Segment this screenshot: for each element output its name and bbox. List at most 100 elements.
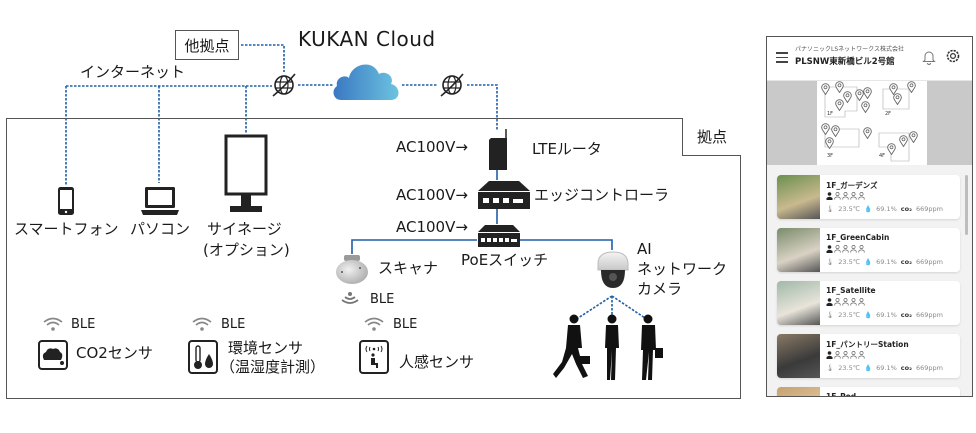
map-pin-icon[interactable] (843, 91, 852, 103)
cloud-title: KUKAN Cloud (298, 27, 436, 51)
scanner-label: スキャナ (378, 259, 439, 277)
map-pin-icon[interactable] (835, 81, 844, 93)
map-pin-icon[interactable] (831, 125, 840, 137)
map-pin-icon[interactable] (855, 89, 864, 101)
room-name: 1F_GreenCabin (826, 233, 890, 242)
motion-ble-label: BLE (393, 317, 418, 332)
people-silhouettes-icon (553, 314, 663, 380)
map-pin-icon[interactable] (861, 101, 870, 113)
person-outline-icon (858, 192, 865, 200)
floor-label-1f: 1F (827, 111, 834, 117)
edge-controller-label: エッジコントローラ (534, 186, 670, 204)
room-photo (777, 175, 820, 219)
floor-plan-lines (824, 86, 910, 162)
thermometer-icon: 🌡 (826, 205, 835, 213)
co2-value: 669ppm (915, 258, 943, 266)
ai-camera-label-1: AI (637, 240, 652, 258)
bell-icon[interactable] (922, 49, 936, 65)
map-pin-icon[interactable] (899, 135, 908, 147)
humidity-icon: 💧 (864, 311, 873, 319)
map-pin-icon[interactable] (863, 87, 872, 99)
person-outline-icon (842, 245, 849, 253)
co2-value: 669ppm (915, 205, 943, 213)
map-pin-icon[interactable] (835, 99, 844, 111)
scrollbar[interactable] (965, 175, 968, 235)
globe-icon (440, 73, 464, 97)
laptop-icon (141, 187, 179, 215)
person-outline-icon (842, 192, 849, 200)
thermometer-icon: 🌡 (826, 364, 835, 372)
poe-switch-icon (478, 225, 520, 247)
co2-icon: co₂ (900, 258, 912, 266)
motion-sensor-icon (359, 340, 389, 374)
smartphone-icon (58, 187, 74, 215)
room-photo (777, 334, 820, 378)
thermometer-icon: 🌡 (826, 258, 835, 266)
gear-icon[interactable] (945, 48, 961, 64)
wifi-icon (192, 317, 212, 331)
poe-switch-label: PoEスイッチ (461, 251, 549, 269)
person-outline-icon (850, 298, 857, 306)
floor-label-2f: 2F (885, 111, 892, 117)
room-photo (777, 387, 820, 396)
person-filled-icon (826, 245, 833, 253)
wifi-icon (43, 317, 63, 331)
floor-label-4f: 4F (879, 153, 886, 159)
ai-camera-label-2: ネットワーク (637, 260, 728, 278)
room-name: 1F_Satellite (826, 286, 876, 295)
co2-icon: co₂ (900, 311, 912, 319)
scanner-ble-label: BLE (370, 292, 395, 307)
co2-ble-label: BLE (71, 317, 96, 332)
room-name: 1F_パントリーStation (826, 340, 909, 349)
map-pin-icon[interactable] (821, 123, 830, 135)
scanner-icon (336, 255, 368, 284)
occupancy-indicator (826, 298, 865, 306)
floor-map[interactable]: 1F 2F 3F 4F (767, 81, 972, 165)
humidity-value: 69.1% (876, 311, 897, 319)
map-pin-icon[interactable] (907, 81, 916, 93)
signage-label-1: サイネージ (207, 220, 282, 238)
pc-label: パソコン (130, 220, 191, 238)
globe-icon (272, 73, 296, 97)
map-pin-icon[interactable] (821, 83, 830, 95)
env-sensor-label-2: （温湿度計測） (220, 358, 326, 376)
map-pin-icon[interactable] (893, 93, 902, 105)
map-pin-icon[interactable] (825, 137, 834, 149)
person-outline-icon (842, 351, 849, 359)
person-filled-icon (826, 192, 833, 200)
room-name: 1F_ガーデンズ (826, 181, 878, 190)
person-outline-icon (834, 351, 841, 359)
map-pin-icon[interactable] (887, 143, 896, 155)
edge-controller-icon (478, 181, 530, 209)
floor-label-3f: 3F (827, 153, 834, 159)
person-outline-icon (834, 298, 841, 306)
room-photo (777, 281, 820, 325)
occupancy-indicator (826, 245, 865, 253)
map-pin-icon[interactable] (909, 131, 918, 143)
map-pin-icon[interactable] (889, 83, 898, 95)
signage-icon (224, 134, 268, 212)
room-card[interactable]: 1F_Pod (777, 387, 960, 396)
map-pin-icon[interactable] (863, 127, 872, 139)
person-outline-icon (842, 298, 849, 306)
person-outline-icon (850, 245, 857, 253)
env-ble-label: BLE (221, 317, 246, 332)
lte-router-label: LTEルータ (532, 140, 602, 158)
power-label-poe: AC100V→ (396, 218, 468, 236)
floor-map-image: 1F 2F 3F 4F (817, 81, 927, 165)
humidity-value: 69.1% (876, 364, 897, 372)
app-header: パナソニックLSネットワークス株式会社 PLSNW東新橋ビル2号館 (767, 37, 972, 81)
co2-sensor-label: CO2センサ (76, 344, 153, 362)
temperature-value: 23.5℃ (838, 258, 861, 266)
motion-sensor-label: 人感センサ (399, 353, 475, 371)
thermometer-icon: 🌡 (826, 311, 835, 319)
hamburger-menu-icon[interactable] (776, 52, 788, 63)
other-site-box: 他拠点 (175, 30, 239, 60)
